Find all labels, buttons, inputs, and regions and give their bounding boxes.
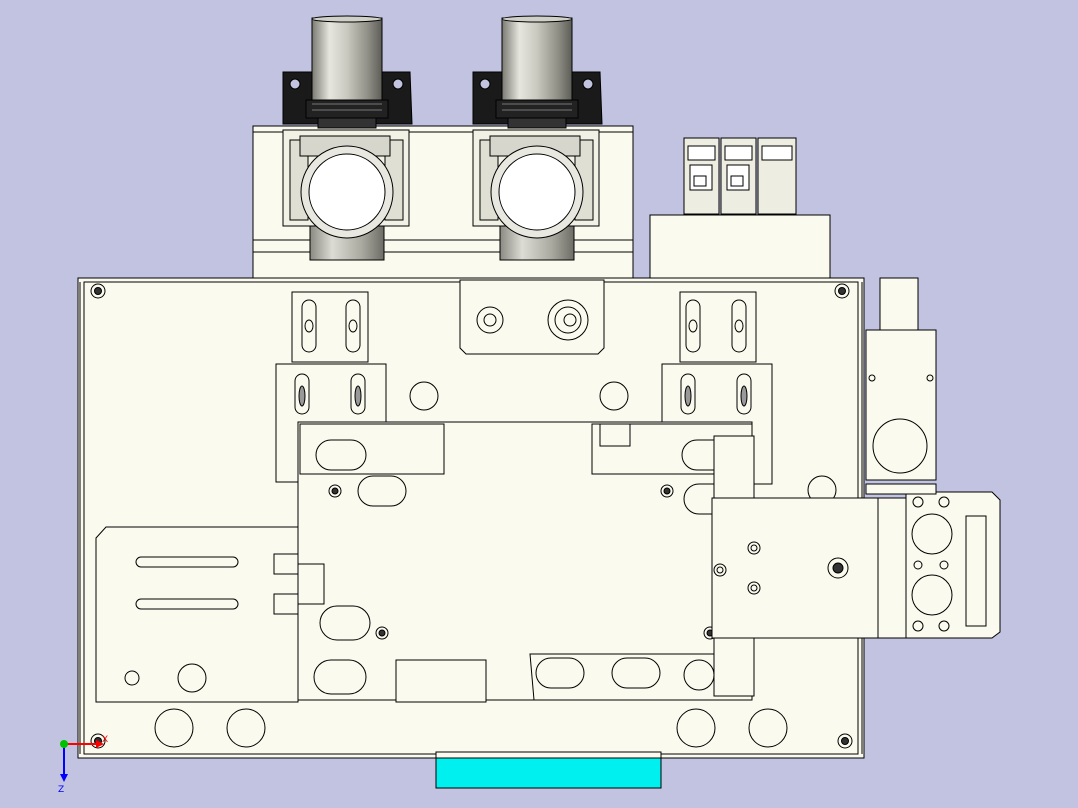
coordinate-triad: X Z [58, 735, 108, 795]
gripper-carriage[interactable] [711, 497, 879, 639]
top-center-bracket[interactable] [459, 279, 605, 355]
terminal-block-base[interactable] [649, 214, 831, 279]
left-solenoid[interactable] [282, 15, 413, 129]
terminal-modules[interactable] [683, 137, 797, 215]
side-sensor-block[interactable] [865, 277, 937, 495]
right-solenoid[interactable] [472, 15, 603, 129]
center-mounting-plate[interactable] [297, 421, 753, 703]
z-axis-label: Z [58, 785, 64, 795]
left-side-pad[interactable] [95, 526, 325, 703]
x-axis-label: X [102, 735, 108, 745]
left-valve-body[interactable] [282, 129, 410, 261]
right-valve-body[interactable] [472, 129, 600, 261]
bottom-cyan-block[interactable] [435, 751, 662, 789]
gripper-jaw[interactable] [877, 491, 1001, 639]
plate-holes [154, 381, 837, 748]
